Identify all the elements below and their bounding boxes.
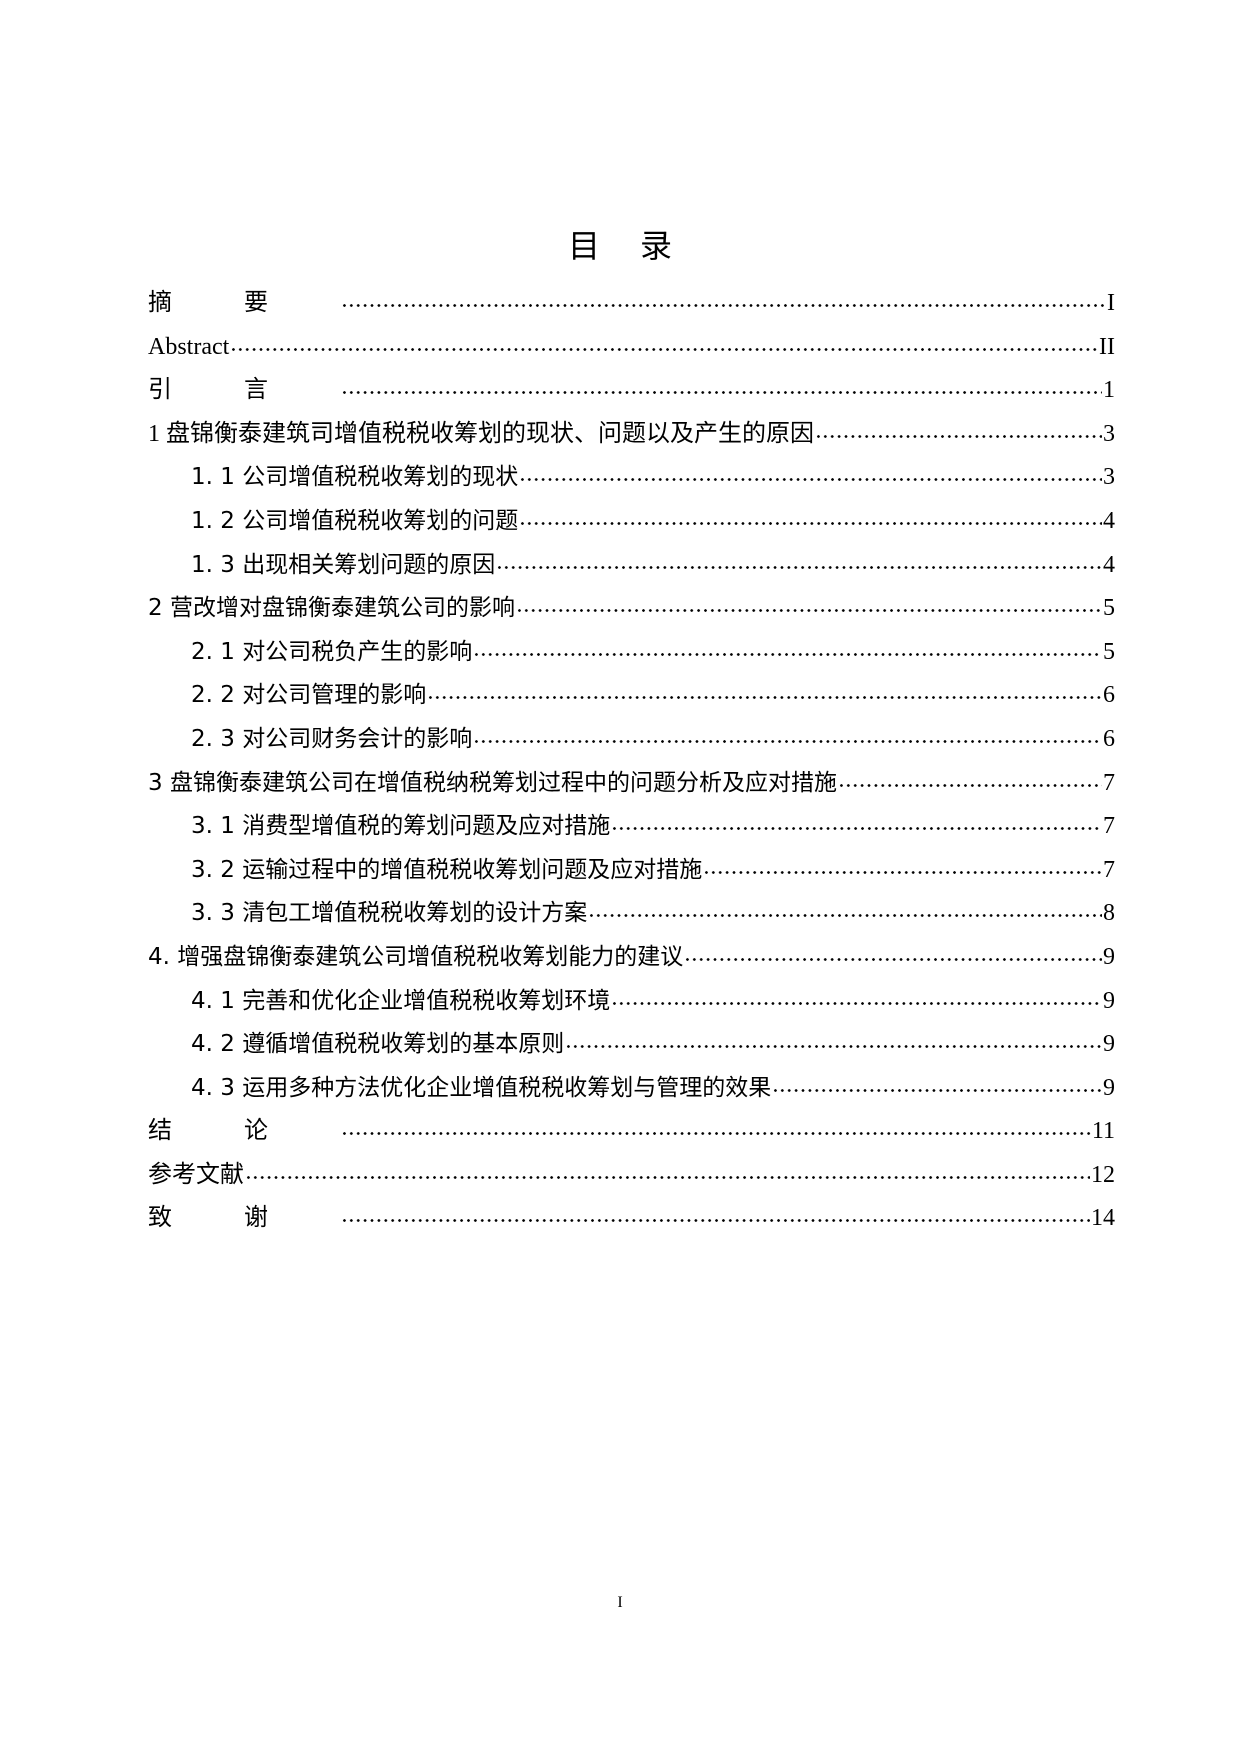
toc-entry-label: 3. 3 清包工增值税税收筹划的设计方案 bbox=[191, 900, 588, 927]
toc-page-number: 5 bbox=[1103, 595, 1115, 622]
toc-page-number: 9 bbox=[1103, 1031, 1115, 1058]
toc-page-number: 7 bbox=[1103, 769, 1115, 796]
toc-page-number: 5 bbox=[1103, 638, 1115, 665]
toc-entry-label: Abstract bbox=[148, 333, 230, 360]
toc-entry-label: 2. 1 对公司税负产生的影响 bbox=[191, 638, 473, 665]
dot-leader bbox=[519, 504, 1102, 528]
toc-entry-label: 4. 3 运用多种方法优化企业增值税税收筹划与管理的效果 bbox=[191, 1074, 772, 1101]
table-of-contents: 摘要 I Abstract II 引言 1 1 盘锦衡泰建筑司增值税税收筹划的现… bbox=[148, 282, 1115, 1241]
toc-page-number: I bbox=[1107, 290, 1115, 316]
toc-entry-introduction[interactable]: 引言 1 bbox=[148, 369, 1115, 413]
toc-entry-label: 2. 2 对公司管理的影响 bbox=[191, 682, 427, 709]
toc-entry-label: 2 营改增对盘锦衡泰建筑公司的影响 bbox=[148, 595, 515, 622]
toc-entry-label: 1. 3 出现相关筹划问题的原因 bbox=[191, 551, 496, 578]
toc-entry-section-2-2[interactable]: 2. 2 对公司管理的影响 6 bbox=[148, 674, 1115, 718]
toc-entry-section-4-3[interactable]: 4. 3 运用多种方法优化企业增值税税收筹划与管理的效果 9 bbox=[148, 1067, 1115, 1111]
dot-leader bbox=[565, 1027, 1102, 1051]
toc-page-number: 4 bbox=[1103, 507, 1115, 534]
toc-entry-chapter-2[interactable]: 2 营改增对盘锦衡泰建筑公司的影响 5 bbox=[148, 587, 1115, 631]
toc-entry-section-3-1[interactable]: 3. 1 消费型增值税的筹划问题及应对措施 7 bbox=[148, 805, 1115, 849]
toc-entry-chapter-4[interactable]: 4. 增强盘锦衡泰建筑公司增值税税收筹划能力的建议 9 bbox=[148, 936, 1115, 980]
toc-entry-label: 参考文献 bbox=[148, 1161, 244, 1188]
toc-entry-section-4-2[interactable]: 4. 2 遵循增值税税收筹划的基本原则 9 bbox=[148, 1023, 1115, 1067]
toc-entry-abstract-cn[interactable]: 摘要 I bbox=[148, 282, 1115, 326]
toc-entry-label: 引言 bbox=[148, 377, 340, 404]
toc-entry-abstract-en[interactable]: Abstract II bbox=[148, 326, 1115, 370]
toc-entry-section-1-2[interactable]: 1. 2 公司增值税税收筹划的问题 4 bbox=[148, 500, 1115, 544]
dot-leader bbox=[684, 940, 1102, 964]
dot-leader bbox=[496, 548, 1102, 572]
dot-leader bbox=[230, 330, 1098, 354]
toc-entry-section-1-3[interactable]: 1. 3 出现相关筹划问题的原因 4 bbox=[148, 544, 1115, 588]
dot-leader bbox=[815, 417, 1102, 441]
toc-entry-chapter-3[interactable]: 3 盘锦衡泰建筑公司在增值税纳税筹划过程中的问题分析及应对措施 7 bbox=[148, 762, 1115, 806]
toc-entry-section-1-1[interactable]: 1. 1 公司增值税税收筹划的现状 3 bbox=[148, 456, 1115, 500]
toc-entry-label: 4. 增强盘锦衡泰建筑公司增值税税收筹划能力的建议 bbox=[148, 943, 684, 970]
toc-entry-label: 3. 1 消费型增值税的筹划问题及应对措施 bbox=[191, 813, 611, 840]
dot-leader bbox=[341, 286, 1106, 310]
dot-leader bbox=[703, 853, 1102, 877]
dot-leader bbox=[588, 896, 1102, 920]
toc-entry-label: 1. 1 公司增值税税收筹划的现状 bbox=[191, 464, 519, 491]
toc-page-number: 14 bbox=[1091, 1205, 1115, 1232]
dot-leader bbox=[837, 766, 1102, 790]
dot-leader bbox=[245, 1158, 1090, 1182]
dot-leader bbox=[611, 809, 1102, 833]
toc-page-number: 11 bbox=[1091, 1118, 1115, 1145]
toc-page-number: 8 bbox=[1103, 900, 1115, 927]
footer-page-number: I bbox=[617, 1594, 623, 1611]
dot-leader bbox=[473, 722, 1102, 746]
dot-leader bbox=[519, 460, 1102, 484]
toc-entry-label: 摘要 bbox=[148, 290, 340, 316]
toc-entry-label: 3 盘锦衡泰建筑公司在增值税纳税筹划过程中的问题分析及应对措施 bbox=[148, 769, 837, 796]
toc-entry-acknowledgements[interactable]: 致谢 14 bbox=[148, 1197, 1115, 1241]
toc-entry-label: 4. 1 完善和优化企业增值税税收筹划环境 bbox=[191, 987, 611, 1014]
toc-entry-label: 结论 bbox=[148, 1118, 340, 1145]
dot-leader bbox=[611, 984, 1102, 1008]
toc-page-number: 3 bbox=[1103, 420, 1115, 447]
dot-leader bbox=[341, 1201, 1090, 1225]
toc-entry-section-2-1[interactable]: 2. 1 对公司税负产生的影响 5 bbox=[148, 631, 1115, 675]
dot-leader bbox=[772, 1071, 1102, 1095]
toc-page-number: 1 bbox=[1103, 377, 1115, 404]
toc-page-number: 3 bbox=[1103, 464, 1115, 491]
toc-page-number: II bbox=[1099, 333, 1115, 360]
toc-entry-chapter-1[interactable]: 1 盘锦衡泰建筑司增值税税收筹划的现状、问题以及产生的原因 3 bbox=[148, 413, 1115, 457]
toc-entry-label: 致谢 bbox=[148, 1205, 340, 1232]
page-title: 目录 bbox=[567, 227, 712, 265]
dot-leader bbox=[341, 373, 1102, 397]
toc-page-number: 7 bbox=[1103, 813, 1115, 840]
toc-entry-section-3-3[interactable]: 3. 3 清包工增值税税收筹划的设计方案 8 bbox=[148, 892, 1115, 936]
toc-page-number: 12 bbox=[1091, 1161, 1115, 1188]
toc-entry-conclusion[interactable]: 结论 11 bbox=[148, 1110, 1115, 1154]
toc-entry-section-3-2[interactable]: 3. 2 运输过程中的增值税税收筹划问题及应对措施 7 bbox=[148, 849, 1115, 893]
toc-page-number: 7 bbox=[1103, 856, 1115, 883]
dot-leader bbox=[341, 1114, 1091, 1138]
toc-page-number: 4 bbox=[1103, 551, 1115, 578]
toc-entry-label: 1 盘锦衡泰建筑司增值税税收筹划的现状、问题以及产生的原因 bbox=[148, 420, 814, 447]
dot-leader bbox=[427, 678, 1102, 702]
toc-entry-label: 1. 2 公司增值税税收筹划的问题 bbox=[191, 507, 519, 534]
dot-leader bbox=[473, 635, 1102, 659]
toc-entry-label: 3. 2 运输过程中的增值税税收筹划问题及应对措施 bbox=[191, 856, 703, 883]
toc-entry-label: 2. 3 对公司财务会计的影响 bbox=[191, 725, 473, 752]
toc-page-number: 9 bbox=[1103, 943, 1115, 970]
toc-entry-section-4-1[interactable]: 4. 1 完善和优化企业增值税税收筹划环境 9 bbox=[148, 980, 1115, 1024]
dot-leader bbox=[515, 591, 1102, 615]
toc-page-number: 6 bbox=[1103, 725, 1115, 752]
toc-entry-section-2-3[interactable]: 2. 3 对公司财务会计的影响 6 bbox=[148, 718, 1115, 762]
toc-entry-references[interactable]: 参考文献 12 bbox=[148, 1154, 1115, 1198]
toc-page-number: 9 bbox=[1103, 1074, 1115, 1101]
toc-page-number: 9 bbox=[1103, 987, 1115, 1014]
toc-entry-label: 4. 2 遵循增值税税收筹划的基本原则 bbox=[191, 1031, 565, 1058]
toc-page-number: 6 bbox=[1103, 682, 1115, 709]
